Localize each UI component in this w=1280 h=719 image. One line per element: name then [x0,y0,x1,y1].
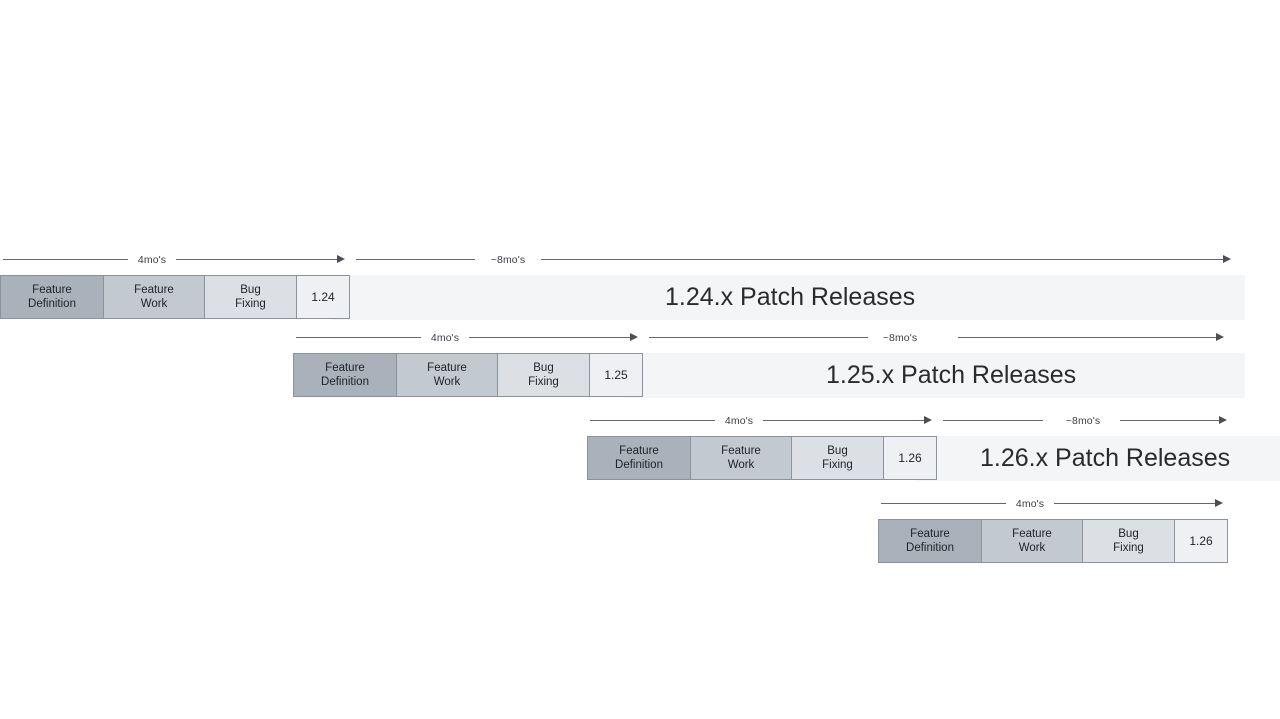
patch-release-label: 1.24.x Patch Releases [665,283,916,311]
arrowhead-icon [630,333,638,341]
phase-feature-definition[interactable]: Feature Definition [878,519,982,563]
phase-feature-work[interactable]: Feature Work [103,275,205,319]
duration-label-patch: ~8mo's [490,254,526,266]
arrowhead-icon [337,255,345,263]
patch-release-bar-1-24: 1.24.x Patch Releases [331,275,1245,320]
duration-measure-dev-1-24: 4mo's [0,250,352,268]
phase-label-line1: Bug [533,361,554,374]
patch-release-label: 1.26.x Patch Releases [980,444,1231,472]
phase-label-line2: Fixing [822,459,853,471]
phase-bug-fixing[interactable]: Bug Fixing [791,436,884,480]
arrowhead-icon [1216,333,1224,341]
phase-label-line2: Work [1018,542,1046,554]
duration-label-dev: 4mo's [137,254,167,266]
phase-label-line1: Feature [32,283,72,296]
phase-feature-definition[interactable]: Feature Definition [587,436,691,480]
measure-segment-right [1120,420,1223,421]
arrowhead-icon [1223,255,1231,263]
phase-label-line1: Feature [325,361,365,374]
version-label: 1.26 [898,450,922,465]
phase-label-line1: Feature [619,444,659,457]
arrowhead-icon [1219,416,1227,424]
phase-label-line1: Feature [134,283,174,296]
measure-segment-right [1054,503,1219,504]
phase-label-line2: Fixing [1113,542,1144,554]
measure-segment-right [541,259,1227,260]
duration-label-dev: 4mo's [724,415,754,427]
version-label: 1.26 [1189,533,1213,548]
measure-segment-left [881,503,1006,504]
phase-bug-fixing[interactable]: Bug Fixing [497,353,590,397]
phase-label-line2: Work [140,298,168,310]
version-box-1-24[interactable]: 1.24 [296,275,350,319]
phase-label-line1: Feature [1012,527,1052,540]
version-label: 1.25 [604,367,628,382]
patch-release-label: 1.25.x Patch Releases [826,361,1077,389]
phase-feature-definition[interactable]: Feature Definition [0,275,104,319]
duration-measure-dev-1-25: 4mo's [293,328,645,346]
duration-measure-patch-1-26: ~8mo's [939,411,1242,429]
patch-release-bar-1-25: 1.25.x Patch Releases [623,353,1245,398]
measure-segment-left [649,337,868,338]
duration-measure-dev-1-26: 4mo's [587,411,939,429]
measure-segment-left [296,337,421,338]
phase-label-line2: Definition [906,542,954,554]
patch-release-bar-1-26: 1.26.x Patch Releases [917,436,1280,481]
phase-label-line1: Feature [427,361,467,374]
phase-label-line2: Work [727,459,755,471]
arrowhead-icon [1215,499,1223,507]
phase-bug-fixing[interactable]: Bug Fixing [1082,519,1175,563]
measure-segment-right [763,420,928,421]
phase-feature-work[interactable]: Feature Work [690,436,792,480]
phase-strip-1-26: Feature Definition Feature Work Bug Fixi… [587,436,937,480]
phase-label-line2: Fixing [235,298,266,310]
duration-label-patch: ~8mo's [1065,415,1101,427]
phase-feature-work[interactable]: Feature Work [981,519,1083,563]
phase-strip-1-26-next: Feature Definition Feature Work Bug Fixi… [878,519,1228,563]
measure-segment-left [943,420,1043,421]
duration-label-patch: ~8mo's [882,332,918,344]
phase-label-line2: Definition [615,459,663,471]
phase-label-line1: Bug [240,283,261,296]
phase-bug-fixing[interactable]: Bug Fixing [204,275,297,319]
phase-feature-work[interactable]: Feature Work [396,353,498,397]
version-label: 1.24 [311,289,335,304]
measure-segment-left [590,420,715,421]
phase-label-line1: Bug [1118,527,1139,540]
measure-segment-left [3,259,128,260]
phase-label-line2: Work [433,376,461,388]
version-box-1-26[interactable]: 1.26 [883,436,937,480]
duration-label-dev: 4mo's [430,332,460,344]
duration-measure-dev-1-26-next: 4mo's [878,494,1230,512]
measure-segment-right [469,337,634,338]
phase-label-line1: Feature [910,527,950,540]
phase-label-line2: Definition [28,298,76,310]
phase-label-line1: Bug [827,444,848,457]
phase-label-line1: Feature [721,444,761,457]
measure-segment-right [176,259,341,260]
duration-measure-patch-1-24: ~8mo's [352,250,1242,268]
phase-strip-1-25: Feature Definition Feature Work Bug Fixi… [293,353,643,397]
measure-segment-right [958,337,1220,338]
version-box-1-26-next[interactable]: 1.26 [1174,519,1228,563]
phase-strip-1-24: Feature Definition Feature Work Bug Fixi… [0,275,350,319]
phase-label-line2: Definition [321,376,369,388]
phase-feature-definition[interactable]: Feature Definition [293,353,397,397]
arrowhead-icon [924,416,932,424]
phase-label-line2: Fixing [528,376,559,388]
duration-label-dev: 4mo's [1015,498,1045,510]
duration-measure-patch-1-25: ~8mo's [645,328,1242,346]
version-box-1-25[interactable]: 1.25 [589,353,643,397]
measure-segment-left [356,259,475,260]
